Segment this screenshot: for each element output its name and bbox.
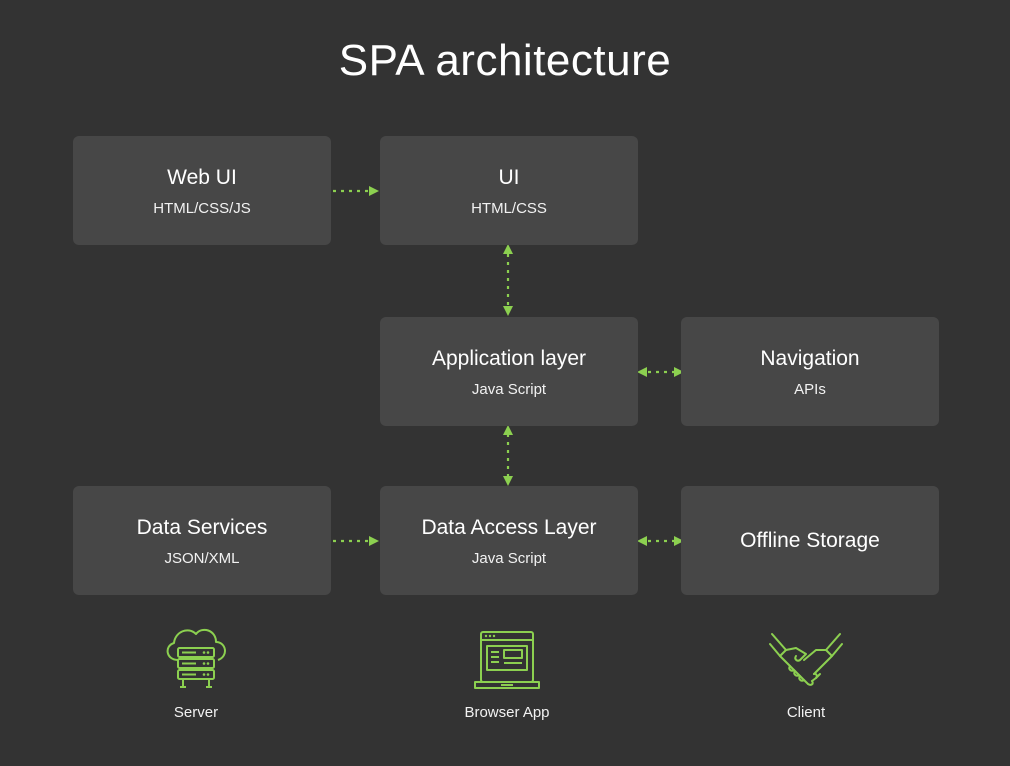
cloud-server-icon [156, 622, 236, 692]
box-subtitle: HTML/CSS [471, 199, 547, 217]
box-web-ui: Web UI HTML/CSS/JS [73, 136, 331, 245]
box-data-access-layer: Data Access Layer Java Script [380, 486, 638, 595]
box-application-layer: Application layer Java Script [380, 317, 638, 426]
arrowhead [503, 244, 513, 254]
box-subtitle: Java Script [471, 549, 547, 567]
box-navigation: Navigation APIs [681, 317, 939, 426]
arrowhead [369, 186, 379, 196]
box-subtitle: Java Script [471, 380, 547, 398]
box-data-services: Data Services JSON/XML [73, 486, 331, 595]
arrowhead [637, 536, 647, 546]
box-ui: UI HTML/CSS [380, 136, 638, 245]
box-subtitle: APIs [794, 380, 826, 398]
arrowhead [503, 425, 513, 435]
legend-label-browser-app: Browser App [464, 704, 550, 721]
box-name: Offline Storage [740, 528, 880, 552]
box-name: Application layer [431, 346, 587, 370]
arrowhead [674, 367, 684, 377]
handshake-icon [766, 626, 846, 696]
box-offline-storage: Offline Storage [681, 486, 939, 595]
browser-laptop-icon [467, 626, 547, 696]
box-name: Navigation [760, 346, 860, 370]
arrowhead [637, 367, 647, 377]
box-subtitle: HTML/CSS/JS [153, 199, 251, 217]
arrowhead [503, 306, 513, 316]
box-name: Data Services [136, 515, 268, 539]
legend-label-client: Client [786, 704, 826, 721]
arrowhead [674, 536, 684, 546]
box-name: Data Access Layer [421, 515, 597, 539]
box-name: UI [498, 165, 520, 189]
box-name: Web UI [167, 165, 237, 189]
arrowhead [503, 476, 513, 486]
legend-label-server: Server [173, 704, 219, 721]
diagram-title: SPA architecture [338, 36, 672, 85]
box-subtitle: JSON/XML [164, 549, 240, 567]
arrowhead [369, 536, 379, 546]
